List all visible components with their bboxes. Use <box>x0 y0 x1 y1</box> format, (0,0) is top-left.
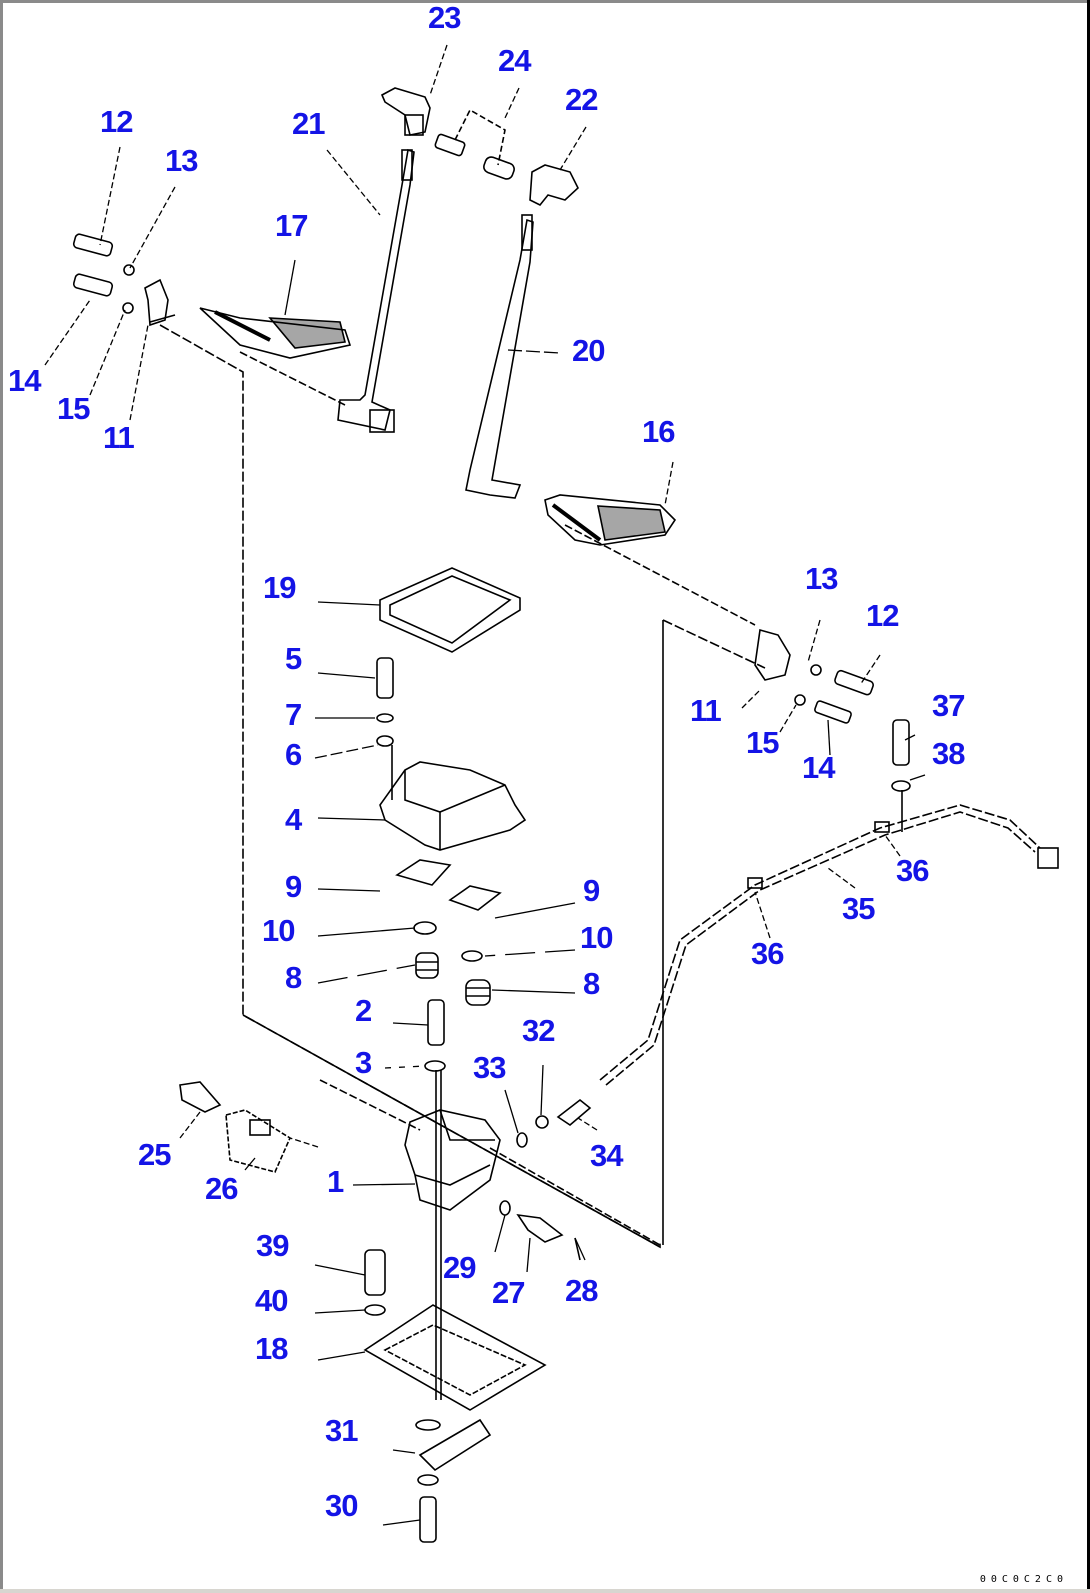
spring-8-left <box>415 952 439 979</box>
lever-27 <box>516 1213 564 1243</box>
clevis-22 <box>521 164 579 251</box>
callout-22: 22 <box>565 82 598 117</box>
washer-10-left <box>413 921 437 935</box>
valve-body-1 <box>404 1070 501 1400</box>
pedal-17 <box>144 278 352 406</box>
callout-15-right: 15 <box>746 725 779 760</box>
connector-25 <box>179 1081 222 1113</box>
gasket-19 <box>379 567 521 653</box>
callout-31: 31 <box>325 1413 358 1448</box>
callout-26: 26 <box>205 1171 238 1206</box>
bolt-39 <box>364 1249 386 1296</box>
washer-13-left <box>123 264 135 276</box>
bolt-37 <box>892 719 910 766</box>
callout-8-right: 8 <box>583 966 600 1001</box>
cam-9-right <box>448 885 502 911</box>
plate-26 <box>225 1109 292 1173</box>
drawing-code: 00C0C2C0 <box>979 1574 1068 1585</box>
callout-23: 23 <box>428 0 461 35</box>
callout-8-left: 8 <box>285 960 302 995</box>
washer-15-left <box>122 302 134 314</box>
callout-10-left: 10 <box>262 913 295 948</box>
callout-33: 33 <box>473 1050 506 1085</box>
callout-25: 25 <box>138 1137 171 1172</box>
washer-6 <box>376 735 394 800</box>
oring-33 <box>516 1132 528 1148</box>
switch-34 <box>556 1098 592 1127</box>
callout-17: 17 <box>275 208 308 243</box>
callout-36-lower: 36 <box>751 936 784 971</box>
callout-19: 19 <box>263 570 296 605</box>
callout-14-left: 14 <box>8 363 41 398</box>
washer-40 <box>364 1304 386 1316</box>
bolt-2 <box>427 999 445 1046</box>
frame-border-top <box>0 0 1090 3</box>
callout-32: 32 <box>522 1013 555 1048</box>
assembly-outline-lines <box>159 324 766 1249</box>
pedal-16 <box>544 494 756 626</box>
callout-4: 4 <box>285 802 302 837</box>
bolt-12-left <box>72 233 114 257</box>
callout-3: 3 <box>355 1045 372 1080</box>
callout-29: 29 <box>443 1250 476 1285</box>
cover-4 <box>379 761 527 851</box>
spring-8-right <box>465 979 491 1006</box>
frame-border-left <box>0 0 3 1590</box>
leader-lines <box>44 44 926 1526</box>
nut-32 <box>535 1115 549 1129</box>
callout-37: 37 <box>932 688 965 723</box>
callout-35: 35 <box>842 891 875 926</box>
callout-11-left: 11 <box>103 420 135 455</box>
callout-7: 7 <box>285 697 302 732</box>
callout-40: 40 <box>255 1283 288 1318</box>
callout-9-left: 9 <box>285 869 302 904</box>
callout-24: 24 <box>498 43 531 78</box>
callout-16: 16 <box>642 414 675 449</box>
callout-13-right: 13 <box>805 561 838 596</box>
washer-7 <box>376 713 394 723</box>
callout-38: 38 <box>932 736 965 771</box>
pin-24 <box>434 108 515 180</box>
frame-border-right <box>1087 0 1090 1590</box>
bolt-14-left <box>72 273 114 297</box>
callout-20: 20 <box>572 333 605 368</box>
rod-21 <box>337 148 415 433</box>
cam-9-left <box>395 859 452 886</box>
callout-6: 6 <box>285 737 302 772</box>
callout-10-right: 10 <box>580 920 613 955</box>
bolt-5 <box>376 657 394 699</box>
callout-36-upper: 36 <box>896 853 929 888</box>
callout-39: 39 <box>256 1228 289 1263</box>
callout-21: 21 <box>292 106 325 141</box>
callout-27: 27 <box>492 1275 525 1310</box>
callout-34: 34 <box>590 1138 623 1173</box>
callout-15-left: 15 <box>57 391 90 426</box>
callout-2: 2 <box>355 993 372 1028</box>
washer-3 <box>424 1060 446 1072</box>
washer-10-right <box>461 950 483 962</box>
callout-9-right: 9 <box>583 873 600 908</box>
callout-13-left: 13 <box>165 143 198 178</box>
callout-5: 5 <box>285 641 302 676</box>
callout-30: 30 <box>325 1488 358 1523</box>
clevis-23 <box>380 87 431 136</box>
cable-35 <box>599 804 1059 1086</box>
pin-28 <box>574 1237 581 1261</box>
frame-border-bottom <box>0 1589 1090 1593</box>
bracket-11-right <box>754 628 874 724</box>
callout-14-right: 14 <box>802 750 835 785</box>
callout-1: 1 <box>327 1164 344 1199</box>
bolt-30 <box>419 1496 437 1543</box>
callout-11-right: 11 <box>690 693 722 728</box>
callout-18: 18 <box>255 1331 288 1366</box>
callout-28: 28 <box>565 1273 598 1308</box>
callout-12-left: 12 <box>100 104 133 139</box>
oring-29 <box>499 1200 511 1216</box>
callout-12-right: 12 <box>866 598 899 633</box>
lever-31 <box>415 1418 492 1486</box>
plate-18 <box>363 1304 547 1411</box>
rod-20 <box>465 218 534 499</box>
washer-38 <box>891 780 911 832</box>
